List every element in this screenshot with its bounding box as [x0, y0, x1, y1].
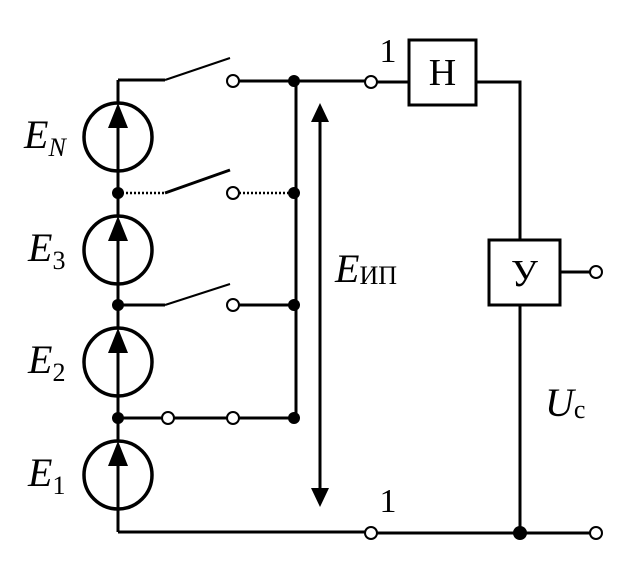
stack-node-2 [112, 299, 124, 311]
source-e1 [82, 439, 154, 511]
bus-node-2 [288, 187, 300, 199]
wire-block-h-to-block-u [476, 80, 522, 240]
source-en [82, 101, 154, 173]
voltage-arrow-head-top [311, 103, 329, 122]
source-e3 [82, 214, 154, 286]
switch-2-terminal [226, 298, 240, 312]
stack-node-3 [112, 187, 124, 199]
bus-node-3 [288, 299, 300, 311]
terminal-bottom-number: 1 [380, 483, 397, 520]
voltage-arrow-head-bottom [311, 488, 329, 507]
ground-node [513, 526, 527, 540]
switch-n-blade [164, 57, 231, 81]
block-u [487, 238, 562, 307]
terminal-bottom-right [589, 526, 603, 540]
source-voltage-label: EИП [334, 246, 397, 291]
switch-1-terminal-b [226, 411, 240, 425]
source-e2-label: E2 [27, 337, 65, 387]
switch-3-terminal [226, 186, 240, 200]
source-en-label: EN [23, 112, 67, 162]
source-e1-label: E1 [27, 450, 65, 500]
terminal-bottom [364, 526, 378, 540]
stack-node-1 [112, 412, 124, 424]
bus-node-4 [288, 412, 300, 424]
terminal-top [364, 75, 378, 89]
switch-2-blade [164, 283, 231, 306]
terminal-top-number: 1 [380, 33, 397, 70]
source-e3-label: E3 [27, 225, 65, 275]
block-h [407, 38, 478, 107]
block-u-label: У [511, 253, 538, 295]
block-h-label: Н [429, 52, 456, 94]
output-voltage-label: Uс [545, 380, 585, 425]
terminal-u-output [589, 265, 603, 279]
switch-3-blade [164, 168, 231, 195]
source-e2 [82, 326, 154, 398]
switch-n-terminal [226, 74, 240, 88]
switch-1-terminal-a [161, 411, 175, 425]
